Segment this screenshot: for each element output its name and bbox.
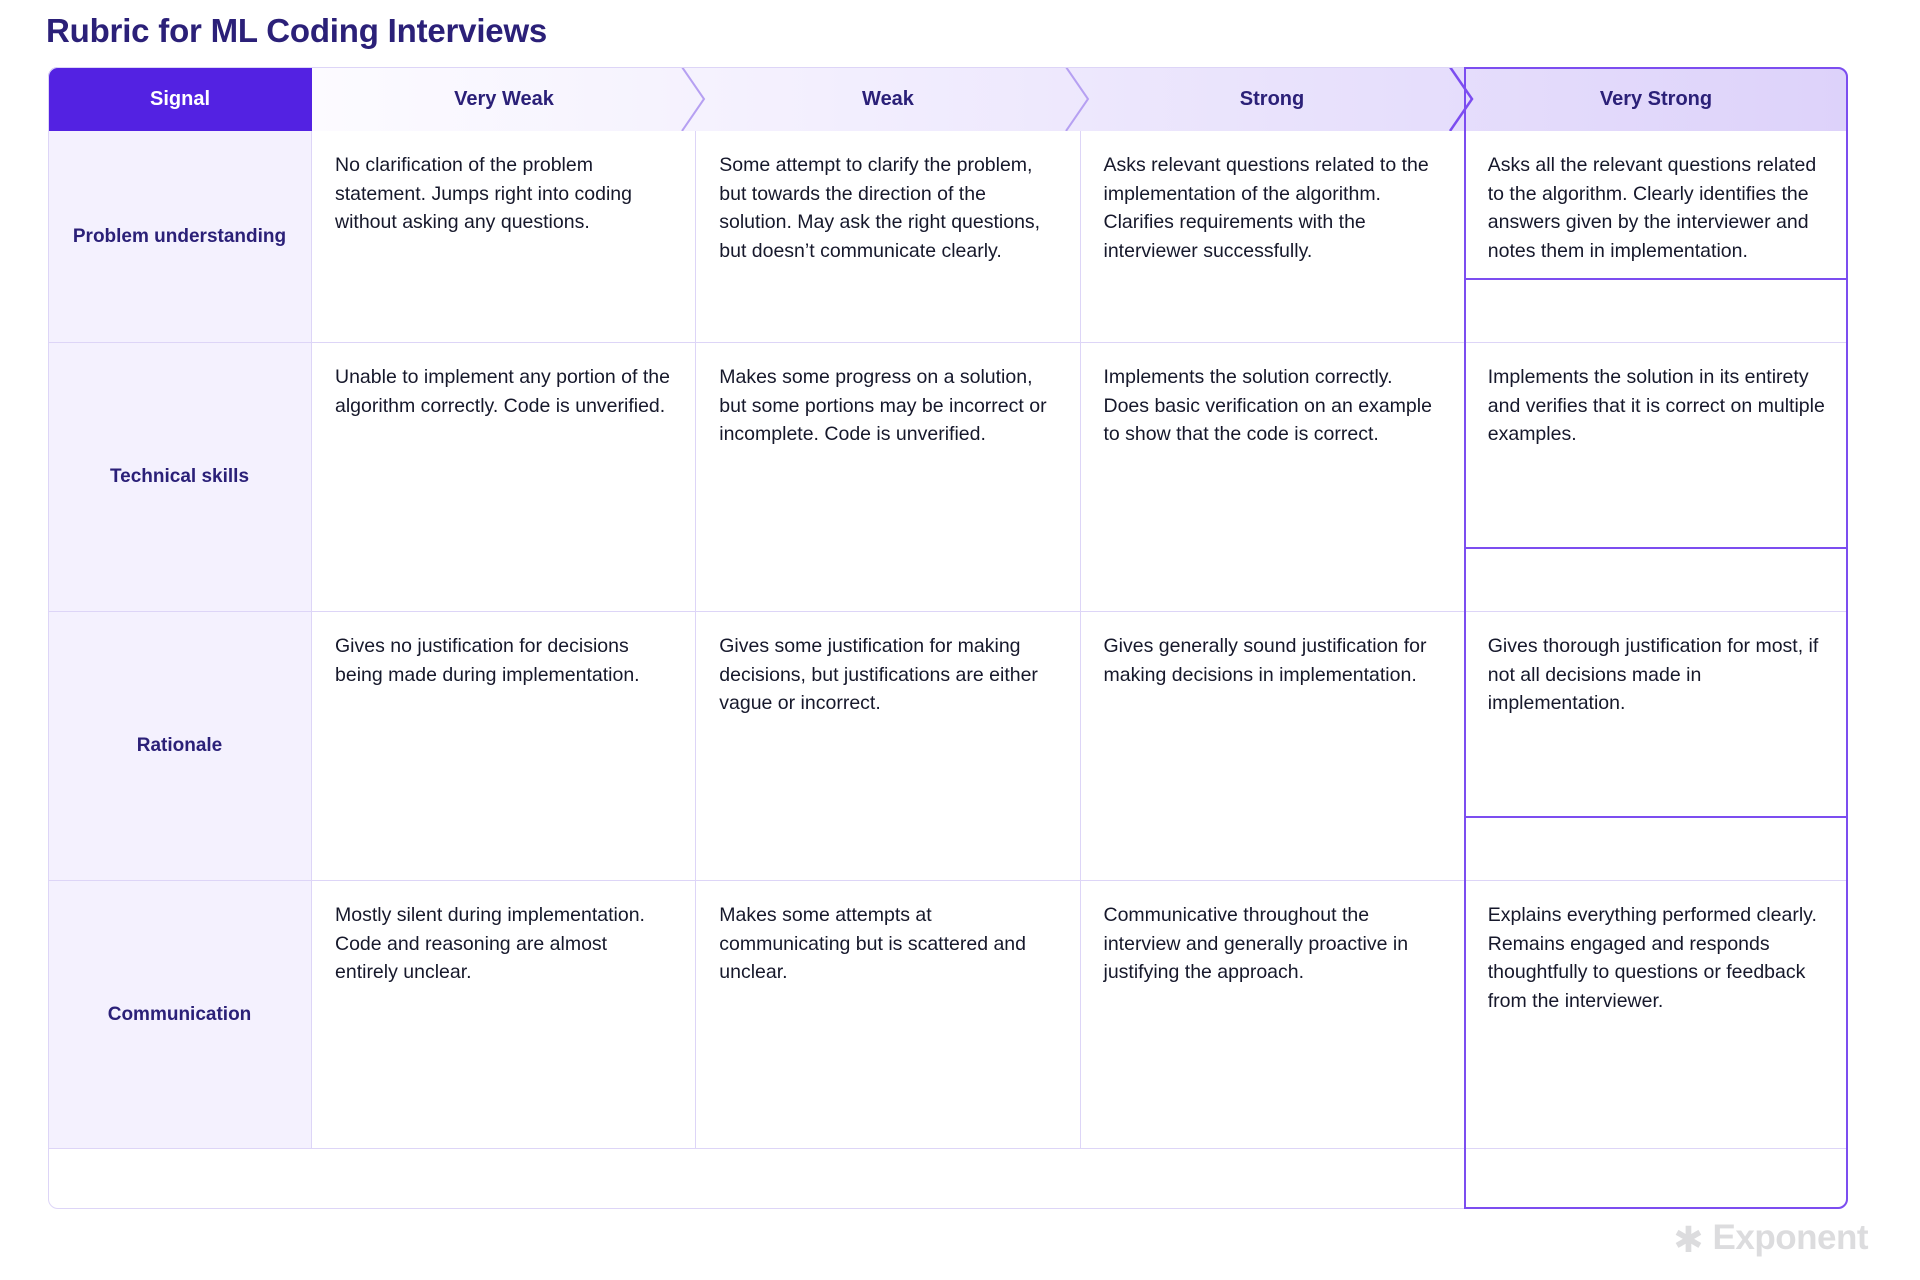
exponent-logo: ✱ Exponent — [1673, 1218, 1868, 1258]
column-header-very-strong-label: Very Strong — [1599, 87, 1713, 110]
rubric-table: Signal Very Weak Weak Strong Very Strong — [48, 67, 1848, 1209]
column-header-weak-label: Weak — [862, 87, 914, 110]
table-row: Problem understanding No clarification o… — [48, 131, 1848, 343]
column-header-signal-label: Signal — [149, 87, 210, 110]
column-header-very-strong: Very Strong — [1464, 67, 1848, 131]
cell-problem-understanding-very-strong: Asks all the relevant questions related … — [1464, 131, 1848, 342]
row-signal-communication: Communication — [48, 881, 312, 1148]
row-signal-problem-understanding: Problem understanding — [48, 131, 312, 342]
column-header-weak: Weak — [696, 67, 1080, 131]
cell-problem-understanding-strong: Asks relevant questions related to the i… — [1080, 131, 1465, 342]
page-title: Rubric for ML Coding Interviews — [46, 12, 548, 49]
row-signal-label: Problem understanding — [72, 225, 287, 247]
cell-problem-understanding-weak: Some attempt to clarify the problem, but… — [696, 131, 1081, 342]
cell-rationale-weak: Gives some justification for making deci… — [696, 612, 1081, 880]
cell-technical-skills-weak: Makes some progress on a solution, but s… — [696, 343, 1081, 611]
table-row: Technical skills Unable to implement any… — [48, 343, 1848, 612]
row-signal-technical-skills: Technical skills — [48, 343, 312, 611]
cell-communication-strong: Communicative throughout the interview a… — [1080, 881, 1465, 1148]
scale-header-band: Very Weak Weak Strong Very Strong — [312, 67, 1848, 131]
cell-technical-skills-very-strong: Implements the solution in its entirety … — [1464, 343, 1848, 611]
cell-technical-skills-very-weak: Unable to implement any portion of the a… — [312, 343, 697, 611]
row-signal-label: Communication — [107, 1003, 252, 1025]
row-signal-label: Technical skills — [109, 466, 250, 488]
cell-rationale-very-weak: Gives no justification for decisions bei… — [312, 612, 697, 880]
column-header-strong: Strong — [1080, 67, 1464, 131]
table-row: Communication Mostly silent during imple… — [48, 881, 1848, 1149]
column-header-signal: Signal — [48, 67, 312, 131]
cell-rationale-very-strong: Gives thorough justification for most, i… — [1464, 612, 1848, 880]
table-row: Rationale Gives no justification for dec… — [48, 612, 1848, 881]
exponent-logo-text: Exponent — [1712, 1218, 1869, 1257]
table-header-row: Signal Very Weak Weak Strong Very Strong — [48, 67, 1848, 131]
column-header-strong-label: Strong — [1239, 87, 1305, 110]
column-header-very-weak: Very Weak — [312, 67, 696, 131]
column-header-very-weak-label: Very Weak — [454, 87, 554, 110]
row-signal-label: Rationale — [136, 735, 223, 757]
cell-communication-very-strong: Explains everything performed clearly. R… — [1464, 881, 1848, 1148]
asterisk-icon: ✱ — [1673, 1219, 1704, 1260]
cell-technical-skills-strong: Implements the solution correctly. Does … — [1080, 343, 1465, 611]
cell-communication-weak: Makes some attempts at communicating but… — [696, 881, 1081, 1148]
cell-rationale-strong: Gives generally sound justification for … — [1080, 612, 1465, 880]
cell-communication-very-weak: Mostly silent during implementation. Cod… — [312, 881, 697, 1148]
row-signal-rationale: Rationale — [48, 612, 312, 880]
cell-problem-understanding-very-weak: No clarification of the problem statemen… — [312, 131, 697, 342]
